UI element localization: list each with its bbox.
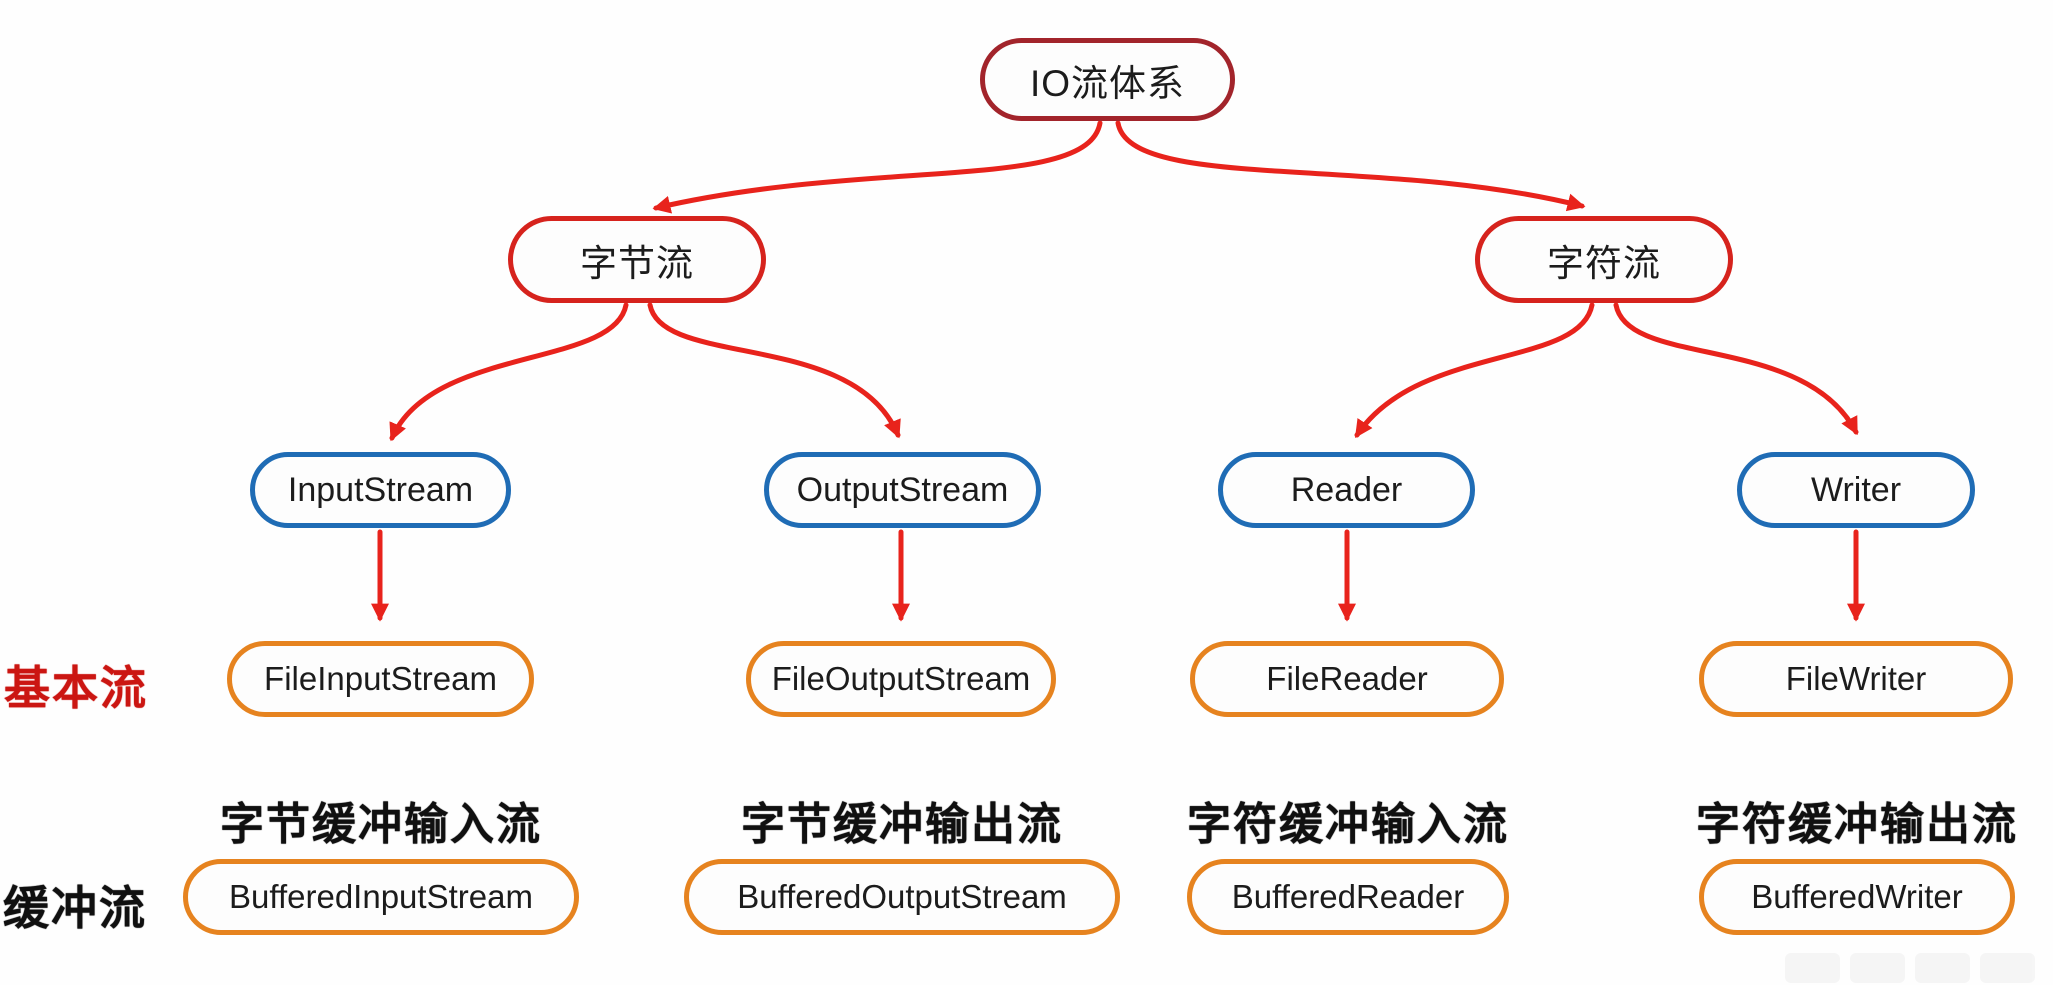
node-writer-label: Writer xyxy=(1810,470,1902,509)
caption-char-buffered-input: 字符缓冲输入流 xyxy=(1187,800,1509,849)
node-char-stream-label: 字符流 xyxy=(1547,242,1661,284)
node-filereader-label: FileReader xyxy=(1266,660,1428,697)
edge-byte-to-outputstream xyxy=(647,302,901,439)
node-bufferedoutputstream: BufferedOutputStream xyxy=(684,859,1120,935)
edge-byte-to-inputstream xyxy=(389,302,629,442)
node-inputstream: InputStream xyxy=(250,452,511,528)
node-outputstream: OutputStream xyxy=(764,452,1041,528)
edge-char-to-writer xyxy=(1613,302,1859,436)
node-bufferedinputstream: BufferedInputStream xyxy=(183,859,579,935)
watermark xyxy=(1785,949,2035,983)
node-io-system-label: IO流体系 xyxy=(1029,62,1186,104)
caption-byte-buffered-input: 字节缓冲输入流 xyxy=(220,800,542,849)
node-filereader: FileReader xyxy=(1190,641,1504,717)
node-writer: Writer xyxy=(1737,452,1975,528)
row-label-buffered-streams: 缓冲流 xyxy=(3,882,147,934)
node-reader-label: Reader xyxy=(1290,470,1403,509)
caption-byte-buffered-output: 字节缓冲输出流 xyxy=(741,800,1063,849)
node-reader: Reader xyxy=(1218,452,1475,528)
edge-char-to-reader xyxy=(1354,302,1595,438)
node-char-stream: 字符流 xyxy=(1475,216,1733,303)
edge-root-to-byte-stream xyxy=(652,120,1103,214)
node-byte-stream: 字节流 xyxy=(508,216,766,303)
node-bufferedwriter-label: BufferedWriter xyxy=(1751,878,1963,915)
node-filewriter-label: FileWriter xyxy=(1785,660,1927,697)
node-bufferedreader: BufferedReader xyxy=(1187,859,1509,935)
node-io-system: IO流体系 xyxy=(980,38,1235,121)
node-bufferedinputstream-label: BufferedInputStream xyxy=(229,878,533,915)
node-fileoutputstream: FileOutputStream xyxy=(746,641,1056,717)
node-byte-stream-label: 字节流 xyxy=(580,242,694,284)
node-bufferedwriter: BufferedWriter xyxy=(1699,859,2015,935)
edge-root-to-char-stream xyxy=(1115,120,1586,212)
row-label-basic-streams: 基本流 xyxy=(4,662,148,714)
node-bufferedreader-label: BufferedReader xyxy=(1231,878,1465,915)
node-fileoutputstream-label: FileOutputStream xyxy=(771,660,1031,697)
caption-char-buffered-output: 字符缓冲输出流 xyxy=(1696,800,2018,849)
node-fileinputstream: FileInputStream xyxy=(227,641,534,717)
node-outputstream-label: OutputStream xyxy=(796,470,1009,509)
node-inputstream-label: InputStream xyxy=(287,470,474,509)
node-filewriter: FileWriter xyxy=(1699,641,2013,717)
node-fileinputstream-label: FileInputStream xyxy=(264,660,497,697)
node-bufferedoutputstream-label: BufferedOutputStream xyxy=(737,878,1067,915)
